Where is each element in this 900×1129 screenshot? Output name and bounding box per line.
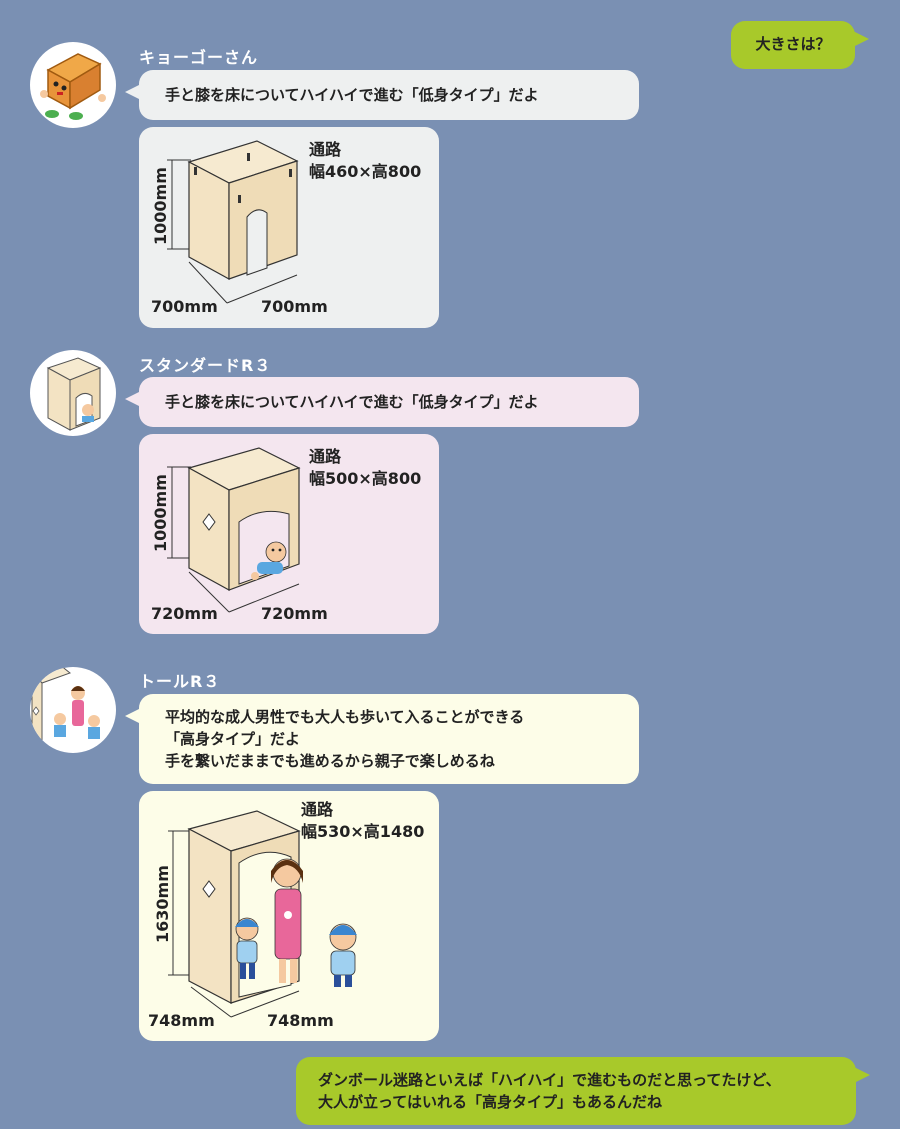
width-left-label: 700mm — [151, 297, 218, 316]
product-diagram-card: 通路 幅460×高800 1000mm 700mm 700mm — [139, 127, 439, 328]
product-name: スタンダードR３ — [139, 356, 272, 375]
product-description-bubble: 手と膝を床についてハイハイで進む「低身タイプ」だよ — [125, 377, 639, 427]
product-description-bubble: 手と膝を床についてハイハイで進む「低身タイプ」だよ — [125, 70, 639, 120]
description-line: 手を繋いだままでも進めるから親子で楽しめるね — [165, 752, 495, 770]
passage-info: 通路 幅500×高800 — [309, 446, 421, 490]
avatar-tall-r3 — [30, 667, 116, 753]
passage-info: 通路 幅460×高800 — [309, 139, 421, 183]
passage-info: 通路 幅530×高1480 — [301, 799, 424, 843]
maze-box-diagram — [167, 140, 299, 304]
width-right-label: 748mm — [267, 1011, 334, 1030]
maze-box-diagram — [167, 447, 301, 613]
user-question-bubble: 大きさは？ — [731, 21, 869, 69]
height-label: 1000mm — [151, 167, 170, 245]
product-name: キョーゴーさん — [139, 48, 259, 67]
avatar-standard-r3 — [30, 350, 116, 436]
product-name: トールR３ — [139, 672, 221, 691]
reply-line: ダンボール迷路といえば「ハイハイ」で進むものだと思ってたけど、 — [318, 1071, 781, 1089]
width-left-label: 720mm — [151, 604, 218, 623]
height-label: 1630mm — [153, 865, 172, 943]
passage-size: 幅500×高800 — [309, 469, 422, 488]
height-label: 1000mm — [151, 474, 170, 552]
user-question-text: 大きさは？ — [755, 35, 831, 53]
description-line: 手と膝を床についてハイハイで進む「低身タイプ」だよ — [165, 86, 539, 104]
description-line: 手と膝を床についてハイハイで進む「低身タイプ」だよ — [165, 393, 539, 411]
box-character-icon — [40, 53, 106, 120]
avatar-kyogo — [30, 42, 116, 128]
maze-box-diagram — [168, 810, 357, 1018]
user-reply-bubble: ダンボール迷路といえば「ハイハイ」で進むものだと思ってたけど、 大人が立ってはい… — [296, 1057, 870, 1125]
tall-box-icon — [31, 667, 100, 753]
passage-title: 通路 — [309, 140, 342, 159]
passage-title: 通路 — [309, 447, 342, 466]
product-diagram-card: 通路 幅530×高1480 1630mm 748mm 748mm — [139, 791, 439, 1041]
description-line: 平均的な成人男性でも大人も歩いて入ることができる — [165, 708, 525, 726]
product-diagram-card: 通路 幅500×高800 1000mm 720mm 720mm — [139, 434, 439, 634]
passage-title: 通路 — [301, 800, 334, 819]
description-line: 「高身タイプ」だよ — [165, 730, 301, 748]
passage-size: 幅460×高800 — [309, 162, 422, 181]
width-right-label: 720mm — [261, 604, 328, 623]
passage-size: 幅530×高1480 — [301, 822, 425, 841]
reply-line: 大人が立ってはいれる「高身タイプ」もあるんだね — [318, 1093, 662, 1111]
width-left-label: 748mm — [148, 1011, 215, 1030]
product-description-bubble: 平均的な成人男性でも大人も歩いて入ることができる 「高身タイプ」だよ 手を繋いだ… — [125, 694, 639, 784]
width-right-label: 700mm — [261, 297, 328, 316]
standard-box-icon — [46, 357, 102, 431]
